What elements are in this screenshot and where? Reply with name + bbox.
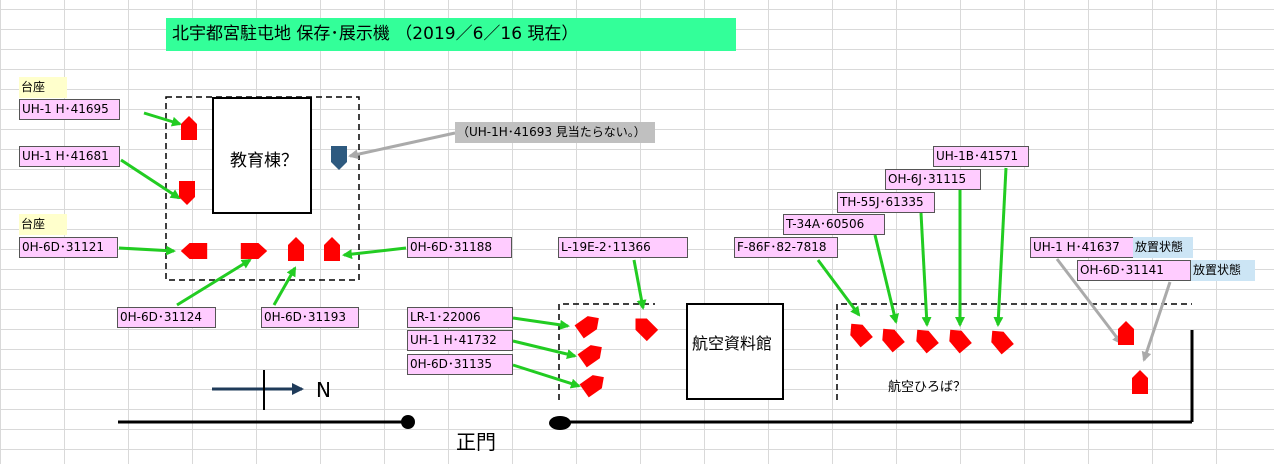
- school-building-label: 教育棟？: [230, 151, 298, 171]
- gray-pointer-arrows: [348, 131, 1172, 362]
- pointer-arrows: [118, 111, 1008, 389]
- aircraft-label: F-86F･82-7818: [734, 237, 838, 258]
- aircraft-marker: [579, 370, 609, 398]
- aircraft-marker: [1118, 321, 1134, 345]
- aircraft-label: UH-1 H･41732: [407, 330, 513, 351]
- aircraft-label: LR-1･22006: [407, 307, 513, 328]
- aircraft-marker: [629, 312, 659, 342]
- gate-post: [549, 416, 571, 430]
- aircraft-label: UH-1B･41571: [933, 146, 1029, 167]
- main-gate-label: 正門: [456, 430, 496, 454]
- aircraft-label: OH-6D･31141: [1077, 260, 1191, 281]
- aircraft-marker: [288, 237, 304, 261]
- aircraft-label: 0H-6D･31188: [407, 237, 512, 258]
- aircraft-label: 0H-6D･31135: [407, 354, 513, 375]
- gate-post: [401, 415, 415, 429]
- north-label: N: [316, 378, 331, 402]
- museum-building: [686, 303, 784, 400]
- aircraft-marker: [911, 324, 939, 354]
- daiza-label: 台座: [19, 77, 67, 98]
- aircraft-label: 0H-6D･31124: [117, 307, 216, 328]
- aircraft-marker: [944, 324, 972, 354]
- aircraft-marker: [986, 325, 1014, 355]
- aircraft-label: OH-6J･31115: [885, 169, 981, 190]
- aircraft-label: UH-1 H･41637: [1030, 237, 1134, 258]
- aircraft-marker: [240, 243, 268, 259]
- aircraft-marker: [1132, 370, 1148, 394]
- aircraft-marker: [577, 340, 607, 368]
- missing-note: （UH-1H･41693 見当たらない。）: [455, 122, 655, 143]
- daiza-label: 台座: [19, 214, 67, 235]
- aircraft-marker: [179, 181, 195, 205]
- abandoned-status: 放置状態: [1133, 237, 1193, 258]
- school-building: [212, 97, 312, 214]
- aircraft-marker: [574, 311, 604, 339]
- aircraft-label: T-34A･60506: [783, 214, 885, 235]
- museum-building-label: 航空資料館: [692, 334, 773, 353]
- missing-aircraft-marker: [331, 146, 347, 170]
- aircraft-label: 0H-6D･31121: [19, 237, 118, 258]
- plaza-area-dashed: [836, 303, 1192, 400]
- aircraft-marker: [845, 318, 873, 348]
- plaza-label: 航空ひろば？: [888, 380, 967, 395]
- abandoned-status: 放置状態: [1191, 260, 1255, 281]
- aircraft-marker: [324, 237, 340, 261]
- aircraft-label: TH-55J･61335: [837, 192, 935, 213]
- aircraft-label: UH-1 H･41681: [19, 146, 120, 167]
- aircraft-label: L-19E-2･11366: [558, 237, 688, 258]
- aircraft-label: UH-1 H･41695: [19, 99, 120, 120]
- museum-area-dashed: [558, 303, 655, 400]
- aircraft-marker: [180, 243, 208, 259]
- aircraft-marker: [181, 116, 197, 140]
- aircraft-label: 0H-6D･31193: [261, 307, 359, 328]
- page-title: 北宇都宮駐屯地 保存･展示機 （2019／6／16 現在）: [166, 18, 736, 51]
- aircraft-marker: [877, 323, 905, 353]
